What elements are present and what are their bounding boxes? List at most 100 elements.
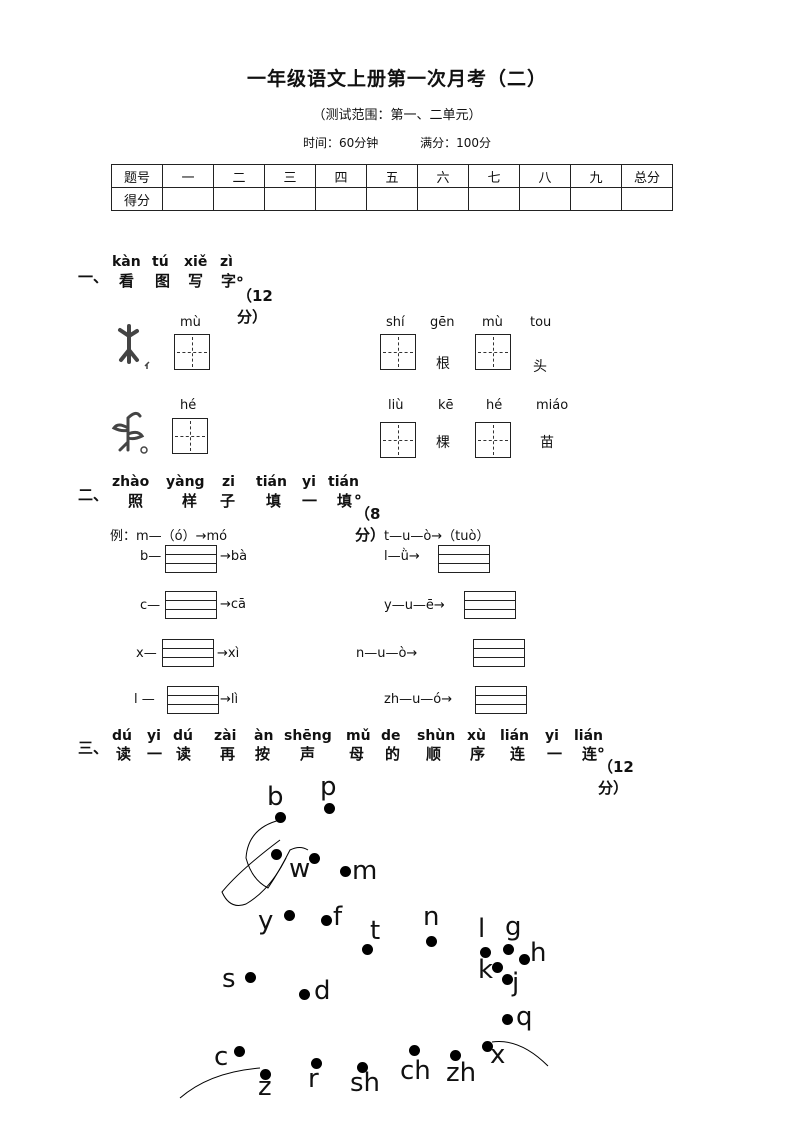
connect-dot[interactable] — [324, 803, 335, 814]
hanzi: 序 — [470, 745, 486, 763]
score-table: 题号 一 二 三 四 五 六 七 八 九 总分 得分 — [111, 164, 673, 211]
writing-grid[interactable] — [380, 422, 416, 458]
tree-pictograph-icon — [118, 324, 150, 369]
hanzi: 棵 — [436, 435, 450, 451]
letter-label: b — [267, 782, 284, 812]
equation-result: →xì — [217, 646, 240, 661]
connect-dot[interactable] — [260, 1069, 271, 1080]
pinyin: zì — [220, 254, 233, 270]
writing-grid[interactable] — [475, 334, 511, 370]
score-table-header-row: 题号 一 二 三 四 五 六 七 八 九 总分 — [111, 164, 673, 188]
answer-box[interactable] — [165, 591, 217, 619]
writing-grid[interactable] — [380, 334, 416, 370]
connect-dot[interactable] — [309, 853, 320, 864]
answer-box[interactable] — [165, 545, 217, 573]
writing-grid[interactable] — [475, 422, 511, 458]
letter-label: n — [423, 902, 440, 932]
connect-dot[interactable] — [357, 1062, 368, 1073]
letter-label: sh — [350, 1068, 381, 1098]
connect-dot[interactable] — [409, 1045, 420, 1056]
equation-result: →lì — [220, 692, 239, 707]
hanzi: 照 — [128, 492, 144, 510]
connect-dot[interactable] — [502, 974, 513, 985]
answer-box[interactable] — [162, 639, 214, 667]
connect-dot[interactable] — [519, 954, 530, 965]
answer-box[interactable] — [475, 686, 527, 714]
answer-box[interactable] — [473, 639, 525, 667]
pinyin: yi — [147, 728, 161, 744]
writing-grid[interactable] — [174, 334, 210, 370]
table-cell: 七 — [468, 164, 520, 188]
pinyin: miáo — [536, 398, 569, 413]
section-1-number: 一、 — [78, 268, 109, 286]
equation-prefix: x— — [136, 646, 157, 661]
hanzi: 读 — [176, 745, 192, 763]
connect-dot[interactable] — [284, 910, 295, 921]
score-input-cell[interactable] — [213, 187, 265, 211]
answer-box[interactable] — [438, 545, 490, 573]
connect-dot[interactable] — [362, 944, 373, 955]
score-input-cell[interactable] — [366, 187, 418, 211]
letter-label: m — [352, 856, 378, 886]
connect-dot[interactable] — [503, 944, 514, 955]
connect-dot[interactable] — [234, 1046, 245, 1057]
pinyin: tián — [256, 474, 287, 490]
section-3-points: 。（12分） — [598, 737, 634, 797]
connect-dot[interactable] — [321, 915, 332, 926]
section-1-points: 。（12分） — [237, 266, 273, 326]
letter-label: c — [214, 1042, 229, 1072]
test-scope: （测试范围：第一、二单元） — [312, 108, 482, 123]
hanzi: 头 — [533, 359, 547, 375]
pinyin: shēng — [284, 728, 332, 744]
table-cell: 总分 — [621, 164, 673, 188]
pinyin: kē — [438, 398, 454, 413]
writing-grid[interactable] — [172, 418, 208, 454]
answer-box[interactable] — [464, 591, 516, 619]
hanzi: 一 — [147, 745, 163, 763]
score-input-cell[interactable] — [570, 187, 622, 211]
example-left: 例：m—（ó）→mó — [110, 529, 228, 544]
connect-dot[interactable] — [311, 1058, 322, 1069]
hanzi: 顺 — [426, 745, 442, 763]
score-input-cell[interactable] — [162, 187, 214, 211]
answer-box[interactable] — [167, 686, 219, 714]
letter-label: w — [289, 854, 311, 884]
hanzi: 样 — [182, 492, 198, 510]
pinyin: tou — [530, 315, 552, 330]
letter-label: q — [516, 1002, 533, 1032]
connect-dot[interactable] — [450, 1050, 461, 1061]
score-input-cell[interactable] — [417, 187, 469, 211]
hanzi: 的 — [385, 745, 401, 763]
connect-dot[interactable] — [271, 849, 282, 860]
connect-dot[interactable] — [340, 866, 351, 877]
connect-dot[interactable] — [426, 936, 437, 947]
letter-label: l — [478, 914, 486, 944]
pinyin: zài — [214, 728, 237, 744]
pinyin: zi — [222, 474, 235, 490]
pinyin: lián — [500, 728, 530, 744]
connect-dot[interactable] — [245, 972, 256, 983]
equation-prefix: l—ǜ→ — [384, 549, 420, 564]
connect-dot[interactable] — [299, 989, 310, 1000]
letter-label: x — [490, 1040, 506, 1070]
score-input-cell[interactable] — [468, 187, 520, 211]
time-limit: 时间：60分钟 — [302, 136, 379, 150]
connect-dot[interactable] — [480, 947, 491, 958]
table-cell: 一 — [162, 164, 214, 188]
score-input-cell[interactable] — [264, 187, 316, 211]
letter-label: g — [505, 912, 522, 942]
section-2-number: 二、 — [78, 486, 109, 504]
grain-pictograph-icon — [111, 411, 148, 454]
letter-label: z — [258, 1072, 272, 1102]
letter-label: p — [320, 772, 337, 802]
connect-dot[interactable] — [275, 812, 286, 823]
pinyin: mǔ — [346, 728, 371, 744]
equation-result: →bà — [220, 549, 248, 564]
score-input-cell[interactable] — [519, 187, 571, 211]
connect-dot[interactable] — [482, 1041, 493, 1052]
score-input-cell[interactable] — [315, 187, 367, 211]
score-input-cell[interactable] — [621, 187, 673, 211]
connect-dot[interactable] — [502, 1014, 513, 1025]
connect-dot[interactable] — [492, 962, 503, 973]
pinyin: tú — [152, 254, 169, 270]
